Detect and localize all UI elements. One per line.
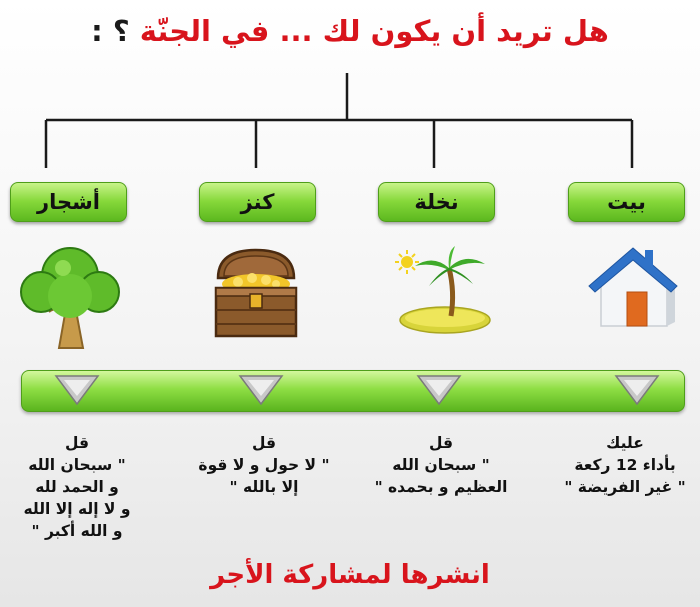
desc-treasure: قل " لا حول و لا قوة إلا بالله "	[198, 434, 330, 496]
down-arrow-icon	[238, 375, 284, 406]
footer-share: انشرها لمشاركة الأجر	[210, 560, 490, 590]
desc-trees: قل " سبحان الله و الحمد لله و لا إله إلا…	[23, 434, 131, 540]
desc-house: عليك بأداء 12 ركعة " غير الفريضة "	[564, 434, 686, 496]
label-house: بيت	[568, 182, 685, 222]
label-treasure: كنز	[199, 182, 316, 222]
connector-lines	[44, 73, 634, 168]
down-arrow-icon	[614, 375, 660, 406]
green-bar	[21, 370, 685, 412]
page-title: هل تريد أن يكون لك ... في الجنّة ؟ :	[91, 14, 609, 48]
desc-palm: قل " سبحان الله العظيم و بحمده "	[374, 434, 508, 496]
down-arrow-icon	[54, 375, 100, 406]
down-arrow-icon	[416, 375, 462, 406]
tree-icon	[20, 247, 120, 349]
label-palm: نخلة	[378, 182, 495, 222]
house-icon	[588, 247, 678, 327]
label-trees: أشجار	[10, 182, 127, 222]
palm-island-icon	[395, 246, 491, 334]
treasure-chest-icon	[214, 248, 298, 338]
